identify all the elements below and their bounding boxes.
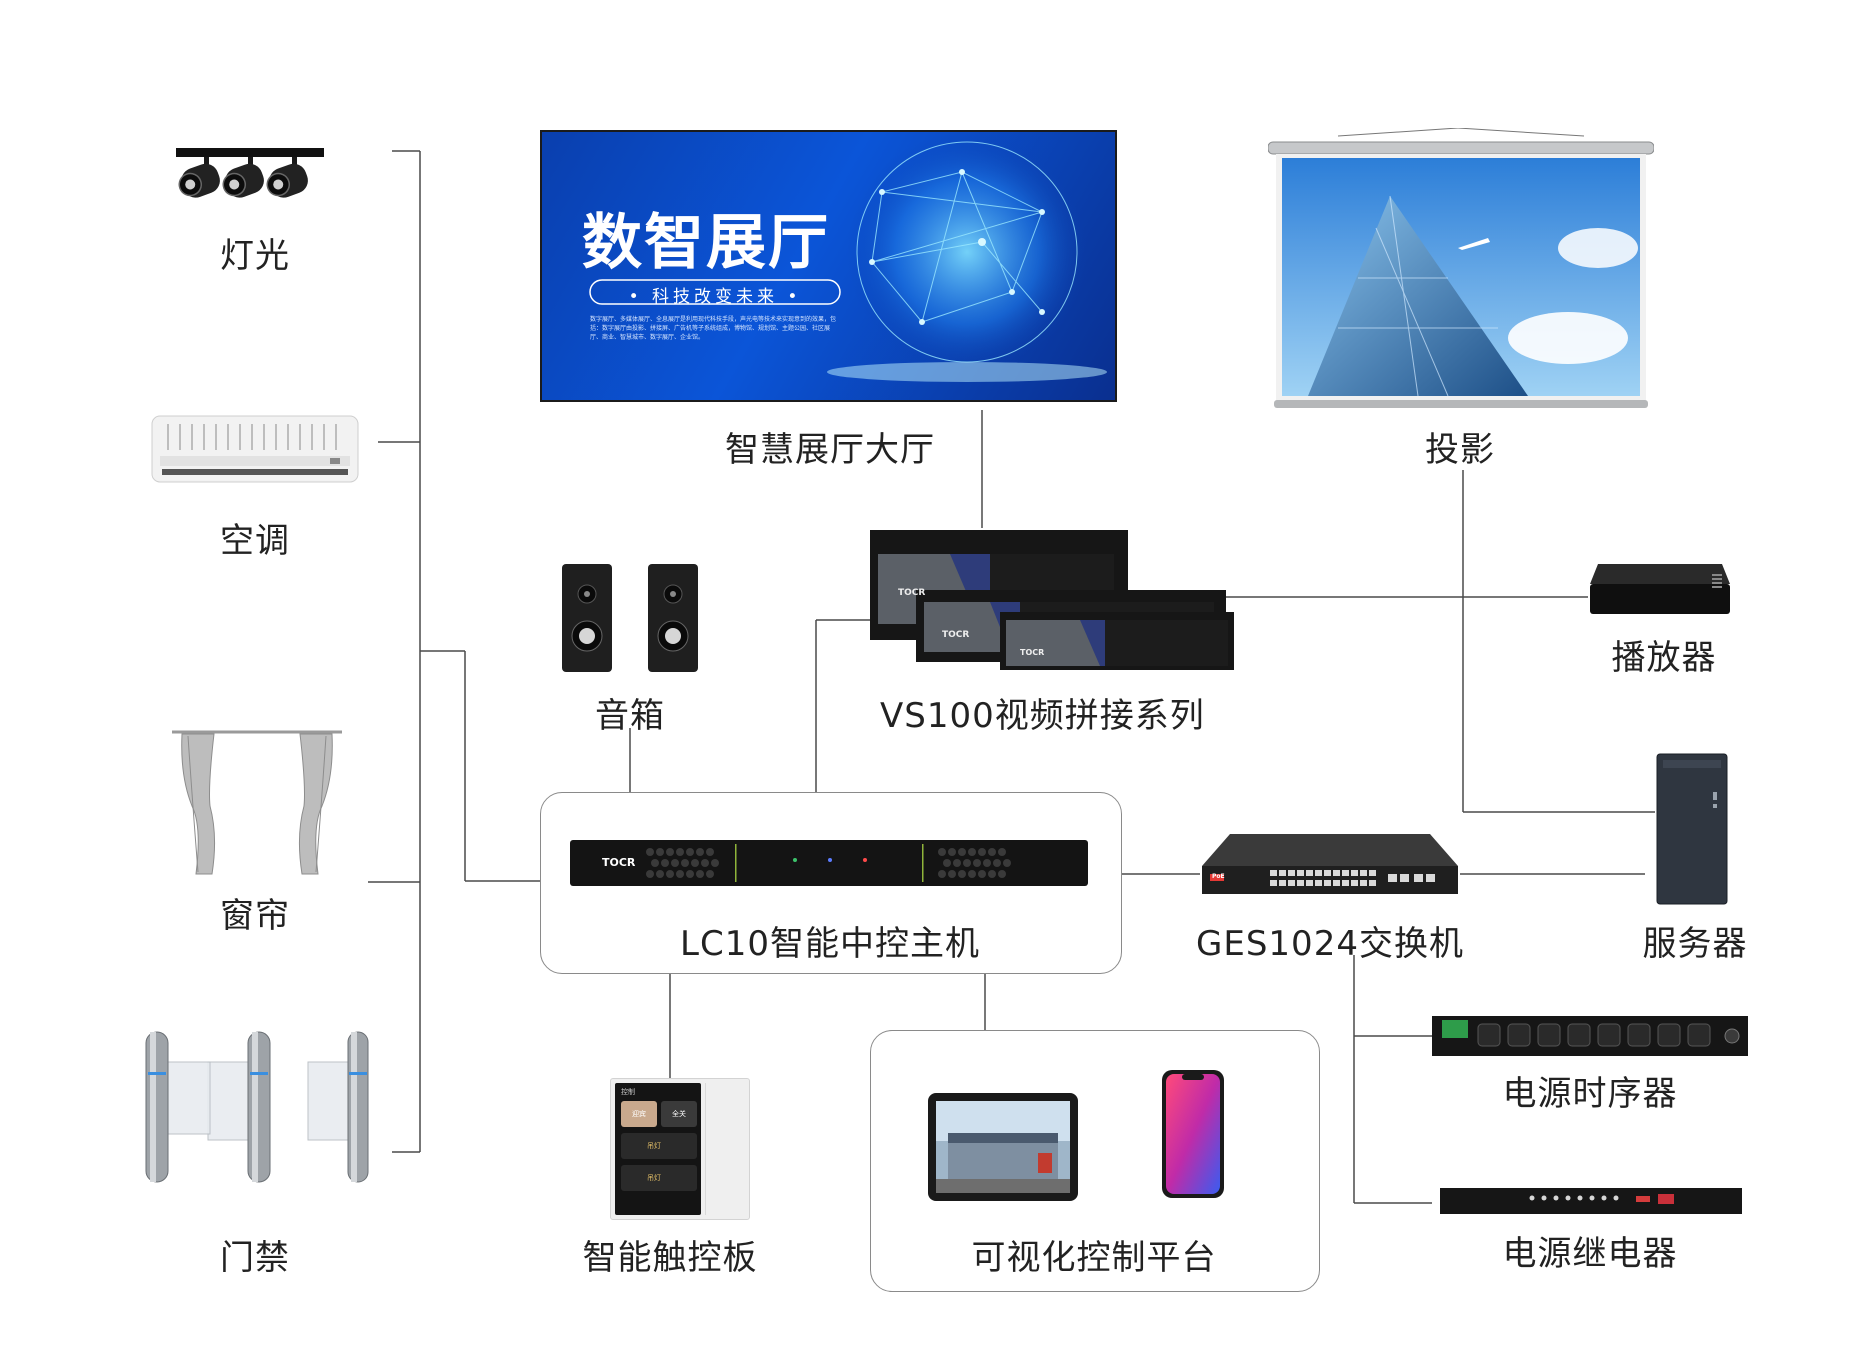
banner-body: 数字展厅、多媒体展厅、全息展厅是利用现代科技手段，声光电等技术来实现意到的效果，…	[590, 316, 837, 341]
speaker-icon	[560, 564, 700, 674]
power-sequencer-icon	[1432, 1012, 1748, 1058]
tablet-icon	[928, 1093, 1078, 1201]
switch-label: GES1024交换机	[1196, 924, 1464, 964]
touch-panel-device: 控制 迎宾 全关 吊灯 吊灯	[610, 1078, 750, 1220]
lighting-label: 灯光	[220, 236, 290, 276]
touch-panel-button-light-1[interactable]: 吊灯	[621, 1133, 697, 1159]
host-brand: TOCR	[602, 856, 636, 869]
central-host-label: LC10智能中控主机	[680, 924, 980, 964]
banner-title: 数智展厅	[582, 208, 830, 278]
access-gate-icon	[138, 1030, 370, 1188]
curtain-label: 窗帘	[220, 896, 290, 936]
power-relay-label: 电源继电器	[1502, 1234, 1678, 1274]
visual-platform-label: 可视化控制平台	[971, 1238, 1217, 1278]
server-label: 服务器	[1642, 924, 1748, 964]
air-conditioner-icon	[150, 414, 360, 488]
server-tower-icon	[1655, 752, 1729, 906]
video-splicer-label: VS100视频拼接系列	[880, 696, 1205, 736]
speaker-label: 音箱	[595, 696, 665, 736]
smartphone-icon	[1162, 1070, 1224, 1198]
media-player-icon	[1588, 564, 1732, 616]
splicer-brand-3: TOCR	[1020, 648, 1045, 657]
track-spotlight-icon	[172, 144, 328, 206]
touch-panel-button-light-2[interactable]: 吊灯	[621, 1165, 697, 1191]
touch-panel-button-welcome[interactable]: 迎宾	[621, 1101, 657, 1127]
projection-screen-icon	[1267, 127, 1655, 410]
touch-panel-button-all-off[interactable]: 全关	[661, 1101, 697, 1127]
access-control-label: 门禁	[220, 1238, 290, 1278]
central-host-device-icon: TOCR	[570, 838, 1088, 888]
network-switch-icon: PoE	[1200, 832, 1460, 902]
projector-label: 投影	[1425, 430, 1495, 470]
curtain-icon	[168, 726, 346, 878]
touch-panel-side-keys	[705, 1083, 746, 1215]
display-wall-screen: 数智展厅 • 科技改变未来 • 数字展厅、多媒体展厅、全息展厅是利用现代科技手段…	[540, 130, 1117, 402]
player-label: 播放器	[1611, 638, 1717, 678]
switch-poe-badge: PoE	[1212, 873, 1225, 880]
splicer-brand-1: TOCR	[898, 588, 926, 598]
air-conditioner-label: 空调	[220, 521, 290, 561]
smart-hall-label: 智慧展厅大厅	[725, 430, 935, 470]
splicer-brand-2: TOCR	[942, 630, 970, 640]
banner-subtitle: • 科技改变未来 •	[628, 287, 802, 307]
video-splicer-icon: TOCR TOCR TOCR	[870, 530, 1235, 680]
touch-panel-label: 智能触控板	[582, 1238, 758, 1278]
power-sequencer-label: 电源时序器	[1502, 1074, 1678, 1114]
touch-panel-screen-title: 控制	[621, 1088, 635, 1096]
power-relay-icon	[1440, 1186, 1742, 1216]
